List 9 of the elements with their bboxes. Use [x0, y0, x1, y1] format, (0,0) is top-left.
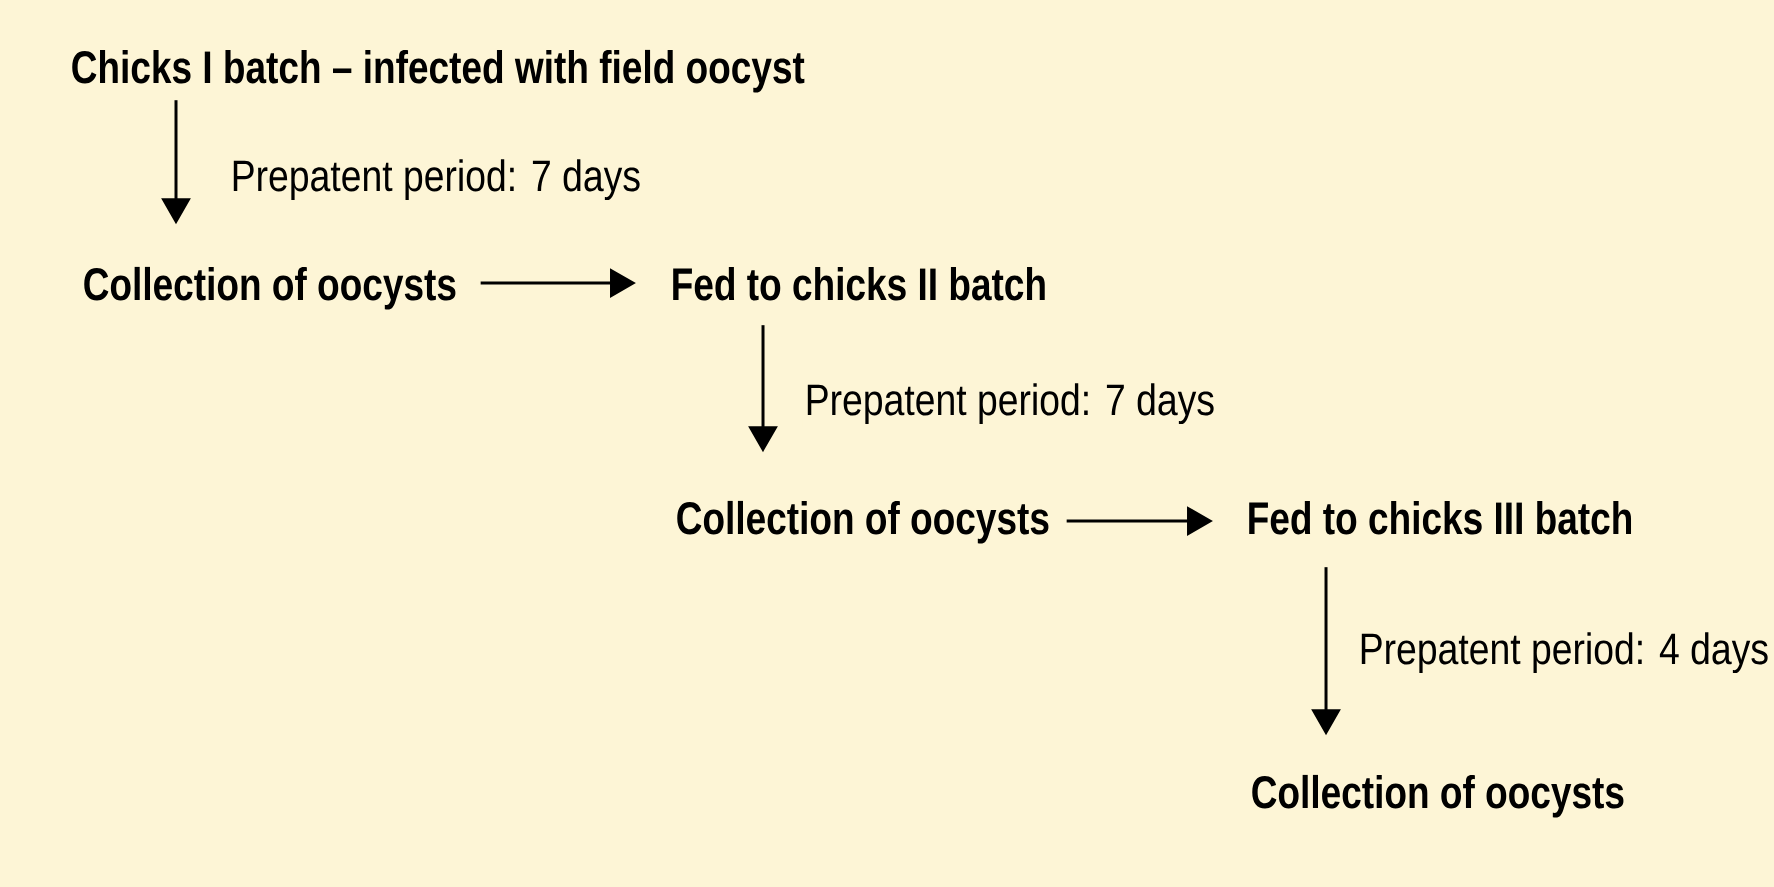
step-text: Chicks I batch – infected with field oocyst [72, 49, 805, 93]
edge-label: Prepatent period: 7 days [228, 157, 644, 203]
step-text: Collection of oocysts [84, 266, 456, 310]
step-text: Collection of oocysts [1252, 774, 1624, 818]
step-text: Fed to chicks II batch [673, 266, 1045, 301]
edge-label: Prepatent period: 7 days [802, 381, 1218, 427]
edge-label: Prepatent period: 4 days [1356, 630, 1772, 676]
step-text: Collection of oocysts [677, 500, 1049, 544]
step-text: Fed to chicks III batch [1249, 500, 1631, 535]
